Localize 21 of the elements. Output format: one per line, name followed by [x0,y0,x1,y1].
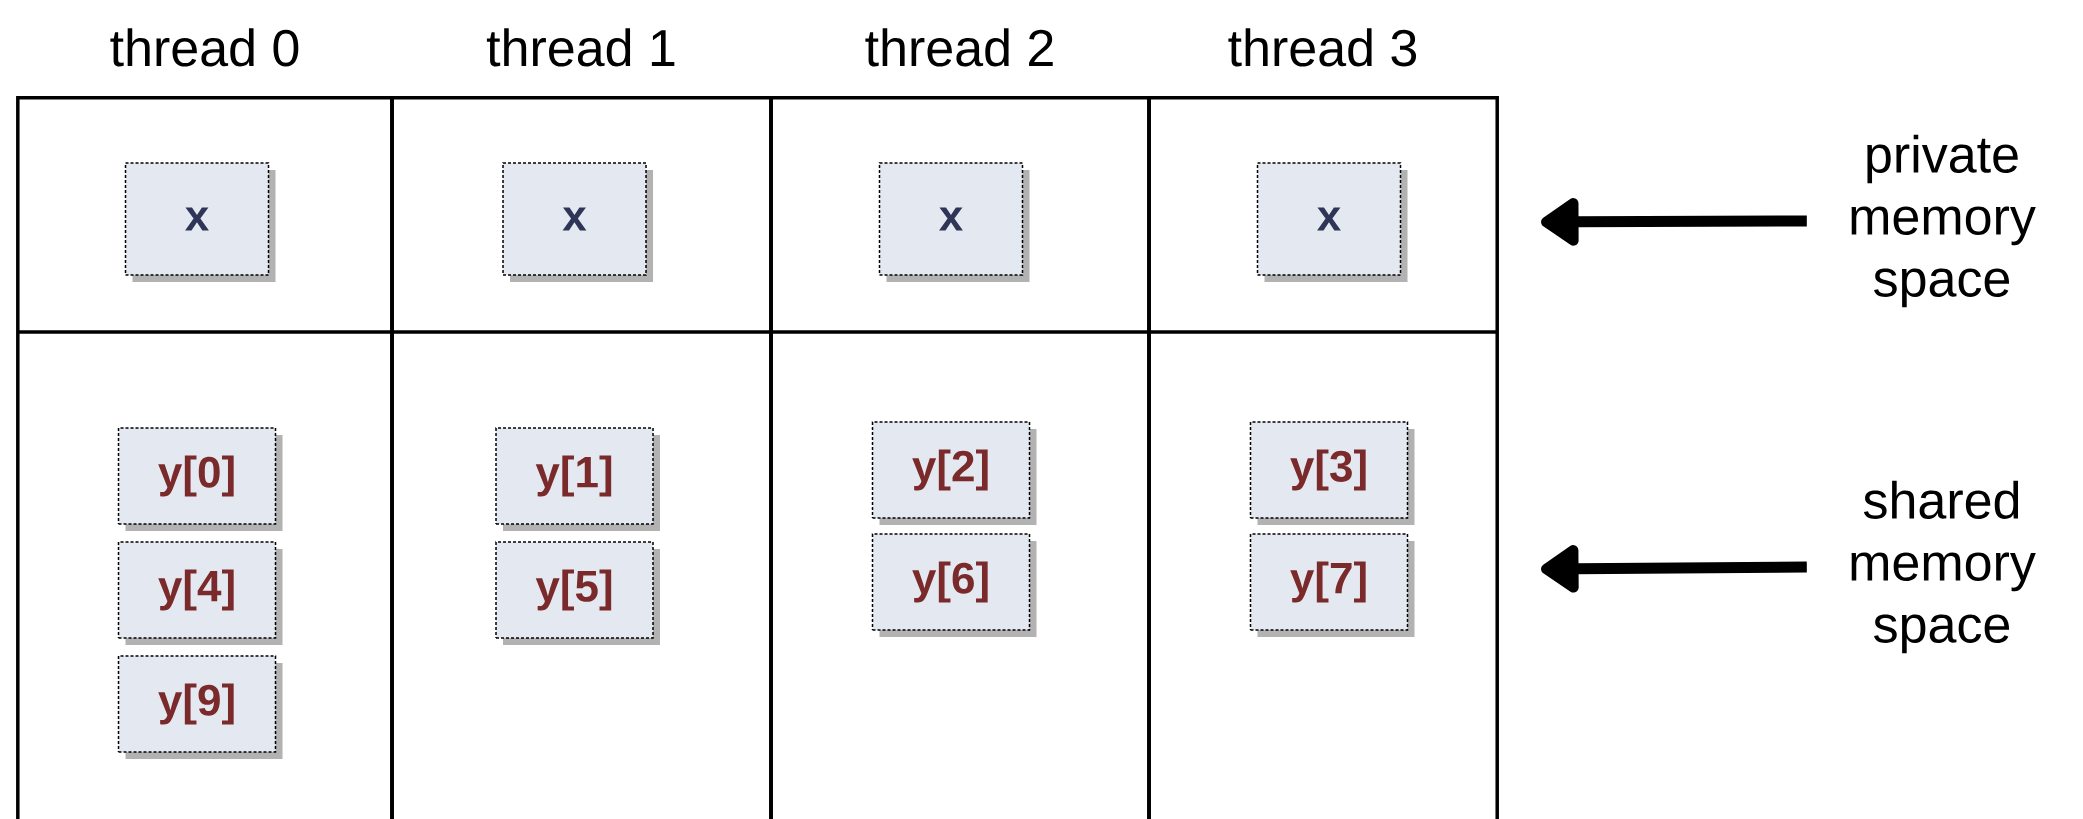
column-heading: thread 2 [865,28,1053,67]
variable-box: x [1256,162,1408,282]
variable-box: y[5] [495,541,660,645]
variable-box: y[3] [1249,421,1415,525]
variable-box: y[9] [117,655,283,759]
variable-box: y[2] [871,421,1037,525]
arrow [1541,198,1807,246]
column-heading: thread 1 [486,28,675,67]
arrow [1541,544,1807,593]
variable-box: x [502,162,653,282]
variable-box: y[0] [117,427,283,531]
variable-box: x [124,162,276,282]
column-heading: thread 0 [110,28,299,67]
column-heading: thread 3 [1228,28,1417,67]
side-label: shared memory space [1851,480,2036,654]
variable-box: x [878,162,1030,282]
variable-box: y[1] [495,427,660,531]
side-label: private memory space [1851,134,2036,308]
variable-box: y[6] [871,533,1037,637]
variable-box: y[4] [117,541,283,645]
variable-box: y[7] [1249,533,1415,637]
